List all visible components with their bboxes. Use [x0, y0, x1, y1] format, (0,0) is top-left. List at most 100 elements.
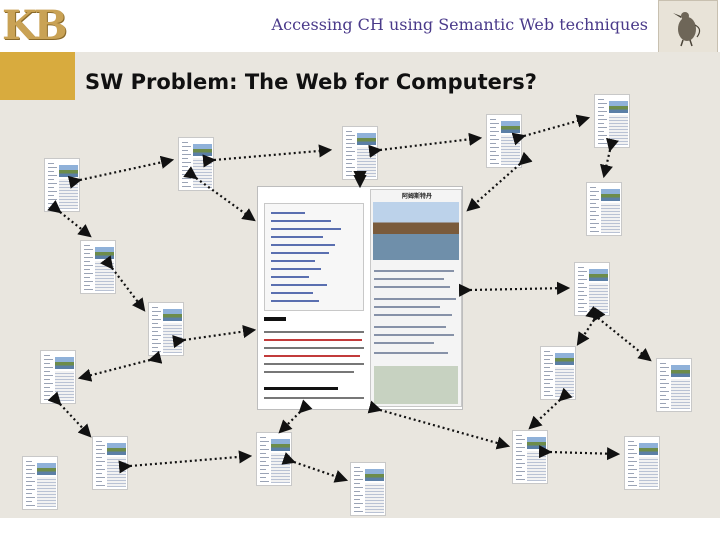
thumbnail-infobox — [365, 483, 384, 513]
thumbnail-text-line — [354, 475, 360, 476]
thumbnail-text-line — [516, 439, 525, 440]
thumbnail-text-line — [544, 371, 553, 372]
page-thumbnail — [586, 182, 622, 236]
thumbnail-text-line — [96, 469, 105, 470]
thumbnail-text-line — [516, 459, 522, 460]
thumbnail-text-line — [544, 351, 550, 352]
thumbnail-text-line — [346, 163, 352, 164]
thumbnail-text-line — [84, 265, 93, 266]
thumbnail-text-line — [628, 449, 634, 450]
thumbnail-text-line — [490, 147, 499, 148]
thumbnail-text-line — [346, 139, 352, 140]
thumbnail-text-line — [590, 191, 599, 192]
thumbnail-text-line — [96, 465, 102, 466]
thumbnail-text-line — [598, 131, 604, 132]
thumbnail-text-line — [48, 167, 57, 168]
thumbnail-text-line — [544, 363, 553, 364]
thumbnail-text-line — [346, 155, 352, 156]
thumbnail-text-line — [346, 171, 352, 172]
thumbnail-text-line — [490, 139, 499, 140]
thumbnail-text-line — [660, 379, 666, 380]
thumbnail-text-line — [346, 131, 352, 132]
thumbnail-text-line — [598, 115, 604, 116]
thumbnail-photo — [589, 269, 608, 281]
heraldic-bird-icon — [673, 12, 701, 47]
thumbnail-text-line — [590, 207, 599, 208]
thumbnail-text-line — [260, 441, 269, 442]
thumbnail-text-line — [598, 99, 604, 100]
thumbnail-text-line — [490, 123, 499, 124]
thumbnail-text-line — [96, 473, 102, 474]
thumbnail-text-line — [260, 477, 266, 478]
thumbnail-text-line — [48, 199, 57, 200]
thumbnail-text-line — [628, 453, 637, 454]
thumbnail-text-line — [26, 481, 35, 482]
thumbnail-text-line — [346, 167, 355, 168]
page-thumbnail — [656, 358, 692, 412]
thumbnail-text-line — [346, 151, 355, 152]
location-map — [374, 366, 458, 404]
infobox: 阿姆斯特丹 — [370, 189, 462, 407]
accent-bar — [0, 52, 75, 100]
thumbnail-text-line — [516, 471, 525, 472]
thumbnail-text-line — [578, 299, 584, 300]
thumbnail-text-line — [152, 335, 161, 336]
thumbnail-text-line — [260, 457, 269, 458]
thumbnail-text-line — [578, 279, 587, 280]
thumbnail-text-line — [260, 461, 266, 462]
thumbnail-text-line — [598, 135, 607, 136]
thumbnail-text-line — [96, 453, 105, 454]
thumbnail-text-line — [590, 203, 596, 204]
thumbnail-text-line — [490, 119, 496, 120]
thumbnail-text-line — [48, 175, 57, 176]
thumbnail-photo — [37, 463, 56, 475]
thumbnail-text-line — [84, 253, 90, 254]
thumbnail-infobox — [37, 477, 56, 507]
thumbnail-text-line — [84, 249, 93, 250]
page-thumbnail — [22, 456, 58, 510]
thumbnail-text-line — [590, 211, 596, 212]
thumbnail-text-line — [354, 487, 363, 488]
thumbnail-photo — [555, 353, 574, 365]
thumbnail-text-line — [44, 395, 50, 396]
thumbnail-text-line — [44, 363, 50, 364]
thumbnail-text-line — [182, 142, 188, 143]
thumbnail-text-line — [152, 347, 158, 348]
thumbnail-text-line — [182, 146, 191, 147]
thumbnail-text-line — [490, 151, 496, 152]
thumbnail-text-line — [578, 275, 584, 276]
thumbnail-text-line — [354, 491, 360, 492]
central-article-page: 阿姆斯特丹 — [257, 186, 463, 410]
thumbnail-text-line — [516, 467, 522, 468]
thumbnail-text-line — [44, 355, 50, 356]
thumbnail-text-line — [48, 195, 54, 196]
thumbnail-text-line — [260, 481, 269, 482]
thumbnail-text-line — [598, 123, 604, 124]
thumbnail-text-line — [590, 227, 596, 228]
thumbnail-text-line — [26, 489, 35, 490]
thumbnail-text-line — [84, 277, 90, 278]
thumbnail-text-line — [628, 485, 637, 486]
thumbnail-text-line — [152, 323, 158, 324]
crest-logo — [658, 0, 718, 54]
thumbnail-text-line — [590, 199, 599, 200]
thumbnail-text-line — [660, 371, 666, 372]
thumbnail-text-line — [660, 407, 669, 408]
thumbnail-text-line — [354, 511, 363, 512]
thumbnail-text-line — [26, 469, 32, 470]
thumbnail-text-line — [48, 191, 57, 192]
thumbnail-text-line — [354, 467, 360, 468]
thumbnail-infobox — [609, 115, 628, 145]
thumbnail-text-line — [628, 469, 637, 470]
thumbnail-text-line — [590, 195, 596, 196]
thumbnail-text-line — [354, 499, 360, 500]
thumbnail-text-line — [354, 483, 360, 484]
thumbnail-infobox — [601, 203, 620, 233]
thumbnail-text-line — [48, 171, 54, 172]
thumbnail-text-line — [516, 443, 522, 444]
thumbnail-text-line — [182, 162, 191, 163]
thumbnail-text-line — [544, 359, 550, 360]
thumbnail-text-line — [96, 461, 105, 462]
thumbnail-text-line — [182, 150, 188, 151]
